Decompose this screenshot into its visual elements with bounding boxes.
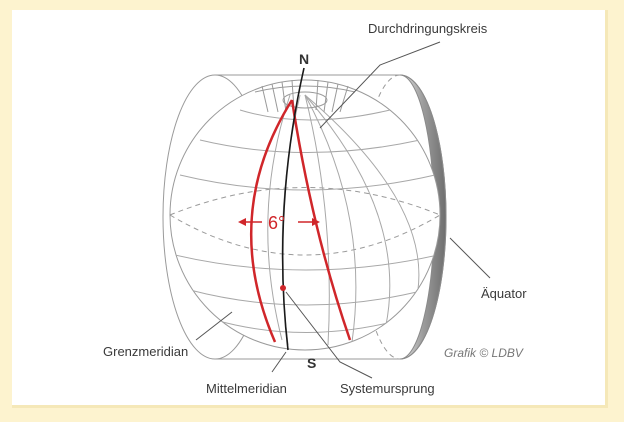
equator-back-dashed: [169, 187, 441, 216]
system-origin-point: [280, 285, 286, 291]
south-label: S: [307, 355, 316, 371]
boundary-meridian-right: [290, 99, 352, 341]
meridian-6: [304, 94, 420, 306]
leader-origin: [285, 291, 373, 379]
parallel-1: [239, 109, 391, 121]
cylinder-right-end-outer: [399, 74, 447, 360]
leader-lines: [195, 41, 491, 379]
penetration-circle: [254, 79, 356, 113]
parallel-6: [214, 319, 401, 333]
penetration-circle-label: Durchdringungskreis: [368, 21, 488, 36]
central-meridian-line: [281, 67, 305, 351]
angle-dimension: [238, 218, 320, 226]
parallel-4: [174, 254, 439, 271]
boundary-meridian-label: Grenzmeridian: [103, 344, 188, 359]
leader-equator: [449, 237, 491, 279]
equator-dashed: [169, 214, 441, 256]
sphere-outline: [169, 79, 441, 351]
parallel-5: [189, 289, 426, 306]
system-origin-label: Systemursprung: [340, 381, 435, 396]
leader-boundary: [195, 311, 233, 341]
equator-label: Äquator: [481, 286, 527, 301]
zone-boundary: [249, 99, 352, 343]
leader-penetration: [319, 41, 441, 129]
north-label: N: [299, 51, 309, 67]
credit-label: Grafik © LDBV: [444, 346, 524, 360]
central-meridian-label: Mittelmeridian: [206, 381, 287, 396]
meridian-3: [304, 94, 330, 346]
meridian-5: [304, 94, 391, 331]
parallel-2: [199, 139, 421, 153]
meridian-4: [304, 94, 357, 343]
sphere: [169, 79, 441, 351]
leader-central: [271, 351, 287, 373]
angle-label: 6°: [268, 213, 285, 233]
parallel-3: [179, 174, 436, 191]
meridian-1: [267, 94, 291, 341]
boundary-meridian-left: [249, 99, 294, 343]
